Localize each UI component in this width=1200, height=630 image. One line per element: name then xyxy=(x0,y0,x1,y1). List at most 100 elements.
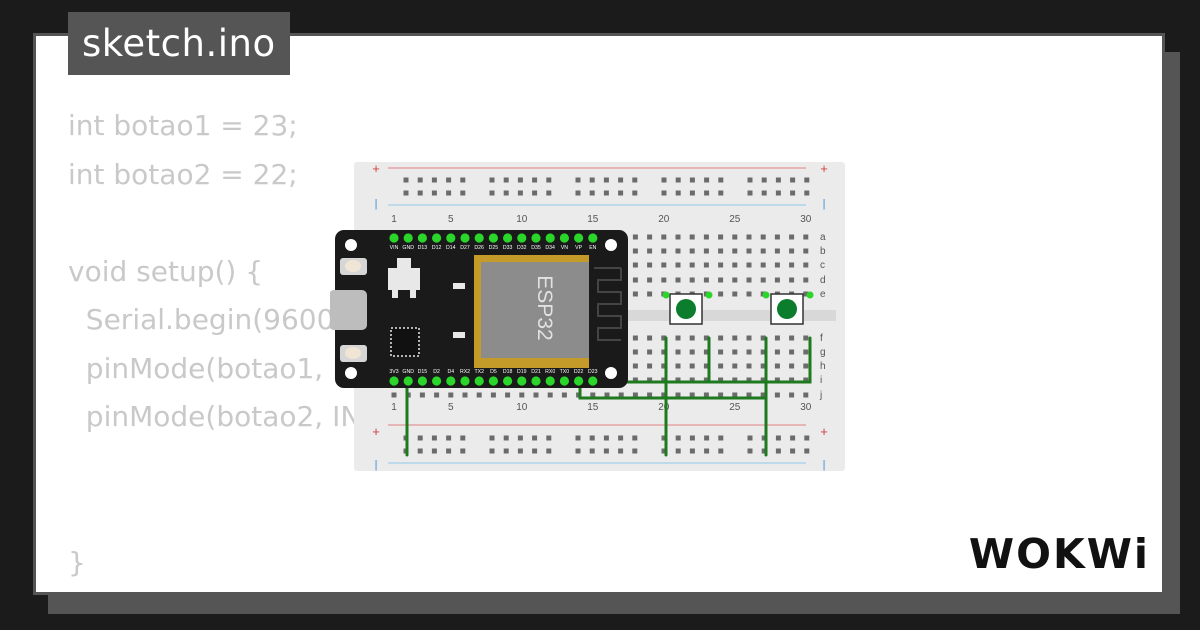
esp32-pin[interactable] xyxy=(417,376,427,386)
breadboard-hole xyxy=(632,377,638,383)
pin-label: EN xyxy=(589,245,596,251)
rail-hole xyxy=(517,435,523,441)
rail-hole xyxy=(689,448,695,454)
esp32-pin[interactable] xyxy=(389,376,399,386)
esp32-pin[interactable] xyxy=(474,233,484,243)
rail-hole xyxy=(431,435,437,441)
rail-hole xyxy=(489,435,495,441)
esp32-pin[interactable] xyxy=(559,376,570,386)
pin-label: D25 xyxy=(489,245,499,251)
rail-hole xyxy=(689,177,695,183)
esp32-pin[interactable] xyxy=(446,233,456,243)
esp32-pin[interactable] xyxy=(517,376,527,386)
esp32-pin[interactable] xyxy=(460,233,470,243)
breadboard-hole xyxy=(760,248,766,254)
esp32-pin[interactable] xyxy=(488,233,498,243)
rail-hole xyxy=(718,190,724,196)
pin-label: D33 xyxy=(503,245,513,251)
wires xyxy=(405,336,812,457)
esp32-pin[interactable] xyxy=(432,233,442,243)
breadboard-hole xyxy=(789,363,795,369)
breadboard-hole xyxy=(760,277,766,283)
breadboard-hole xyxy=(647,349,653,355)
breadboard-hole xyxy=(774,248,780,254)
breadboard-hole xyxy=(703,377,709,383)
esp32-pin[interactable] xyxy=(574,376,584,386)
rail-hole xyxy=(704,177,710,183)
rail-hole xyxy=(761,435,767,441)
pushbutton-2[interactable] xyxy=(762,291,814,325)
esp32-pin[interactable] xyxy=(574,233,584,243)
esp32-pin[interactable] xyxy=(559,233,570,243)
rail-hole xyxy=(517,177,523,183)
esp32-pin[interactable] xyxy=(588,233,598,243)
rail-hole xyxy=(661,190,667,196)
rail-hole xyxy=(618,177,624,183)
column-number: 30 xyxy=(800,214,812,225)
esp32-pin[interactable] xyxy=(389,233,399,243)
esp32-shield xyxy=(481,262,589,358)
esp32-pin[interactable] xyxy=(417,233,427,243)
esp32-pin[interactable] xyxy=(531,233,541,243)
esp32-pin[interactable] xyxy=(403,376,413,386)
breadboard-hole xyxy=(760,349,766,355)
esp32-pin[interactable] xyxy=(432,376,442,386)
breadboard-hole xyxy=(675,248,681,254)
esp32-pin[interactable] xyxy=(588,376,598,386)
esp32-pin[interactable] xyxy=(488,376,498,386)
row-letter: a xyxy=(820,232,826,243)
breadboard-hole xyxy=(803,392,809,398)
pushbutton-2-cap[interactable] xyxy=(777,299,797,319)
breadboard-hole xyxy=(746,392,752,398)
rail-hole xyxy=(632,190,638,196)
file-tab[interactable]: sketch.ino xyxy=(68,12,290,75)
esp32-pin[interactable] xyxy=(503,233,513,243)
pin-label: VIN xyxy=(390,245,399,251)
breadboard-channel xyxy=(600,310,836,321)
pin-label: D13 xyxy=(418,245,428,251)
esp32-pin[interactable] xyxy=(517,233,527,243)
breadboard-hole xyxy=(760,363,766,369)
breadboard-hole xyxy=(718,335,724,341)
smd-component xyxy=(453,332,465,338)
rail-hole xyxy=(417,435,423,441)
rail-hole xyxy=(704,190,710,196)
rail-hole xyxy=(546,190,552,196)
breadboard-hole xyxy=(476,392,482,398)
pin-label: D22 xyxy=(574,369,584,375)
pcb-antenna xyxy=(594,267,622,341)
esp32-pin[interactable] xyxy=(503,376,513,386)
rail-hole xyxy=(589,448,595,454)
breadboard-hole xyxy=(647,291,653,297)
regulator xyxy=(388,268,420,290)
esp32-pin[interactable] xyxy=(545,376,555,386)
breadboard-hole xyxy=(774,262,780,268)
esp32-pin[interactable] xyxy=(545,233,555,243)
pin-label: D21 xyxy=(531,369,541,375)
breadboard-hole xyxy=(789,248,795,254)
breadboard-hole xyxy=(647,248,653,254)
esp32-pin[interactable] xyxy=(403,233,413,243)
esp32-pin[interactable] xyxy=(446,376,456,386)
breadboard-hole xyxy=(732,234,738,240)
rail-minus-label: | xyxy=(375,459,378,471)
breadboard-hole xyxy=(803,248,809,254)
row-letter: g xyxy=(820,347,826,358)
esp32-pin[interactable] xyxy=(531,376,541,386)
breadboard-hole xyxy=(789,335,795,341)
rail-hole xyxy=(603,448,609,454)
pin-label: D2 xyxy=(433,369,440,375)
breadboard-hole xyxy=(732,291,738,297)
breadboard-hole xyxy=(803,363,809,369)
code-line: void setup() { xyxy=(68,254,264,288)
mount-hole-tr xyxy=(605,239,617,251)
rail-hole xyxy=(431,177,437,183)
esp32-pin[interactable] xyxy=(460,376,470,386)
esp32-pin[interactable] xyxy=(474,376,484,386)
pushbutton-2-leg xyxy=(806,291,814,299)
breadboard-hole xyxy=(661,349,667,355)
pushbutton-1[interactable] xyxy=(662,291,713,325)
pushbutton-1-cap[interactable] xyxy=(676,299,696,319)
